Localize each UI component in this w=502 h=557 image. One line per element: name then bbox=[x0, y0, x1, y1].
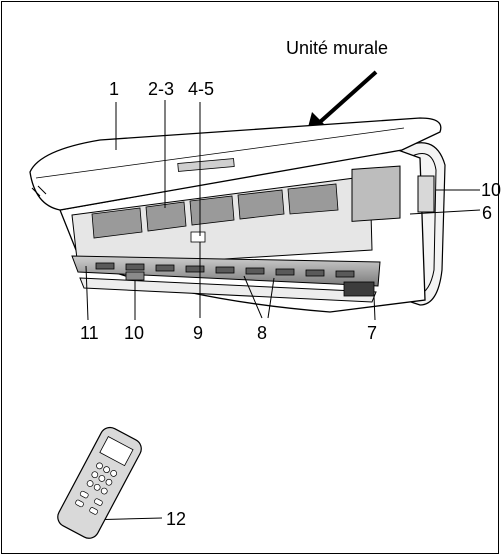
callout-6: 6 bbox=[482, 203, 492, 223]
callout-9: 9 bbox=[193, 323, 203, 343]
unit-title: Unité murale bbox=[286, 38, 388, 58]
callout-8: 8 bbox=[257, 323, 267, 343]
callout-2-3: 2-3 bbox=[148, 79, 174, 99]
callout-12: 12 bbox=[166, 509, 186, 529]
callout-7: 7 bbox=[367, 323, 377, 343]
louvres bbox=[95, 262, 355, 278]
sensor-window bbox=[125, 271, 145, 281]
air-filters bbox=[91, 183, 339, 239]
lower-flap bbox=[79, 277, 377, 303]
outlet-block bbox=[343, 281, 375, 297]
remote-buttons bbox=[75, 462, 117, 515]
leader-lines bbox=[85, 100, 481, 521]
callout-10-right: 10 bbox=[481, 180, 501, 200]
callout-10-bottom: 10 bbox=[124, 323, 144, 343]
electrical-panel bbox=[351, 165, 401, 222]
panel-display-window bbox=[177, 158, 235, 172]
remote-control bbox=[57, 426, 142, 539]
front-panel bbox=[29, 117, 442, 211]
control-box bbox=[190, 231, 206, 243]
side-label bbox=[417, 175, 435, 213]
callout-4-5: 4-5 bbox=[188, 79, 214, 99]
callout-1: 1 bbox=[109, 79, 119, 99]
indoor-unit bbox=[59, 142, 446, 313]
callout-11: 11 bbox=[80, 323, 99, 343]
